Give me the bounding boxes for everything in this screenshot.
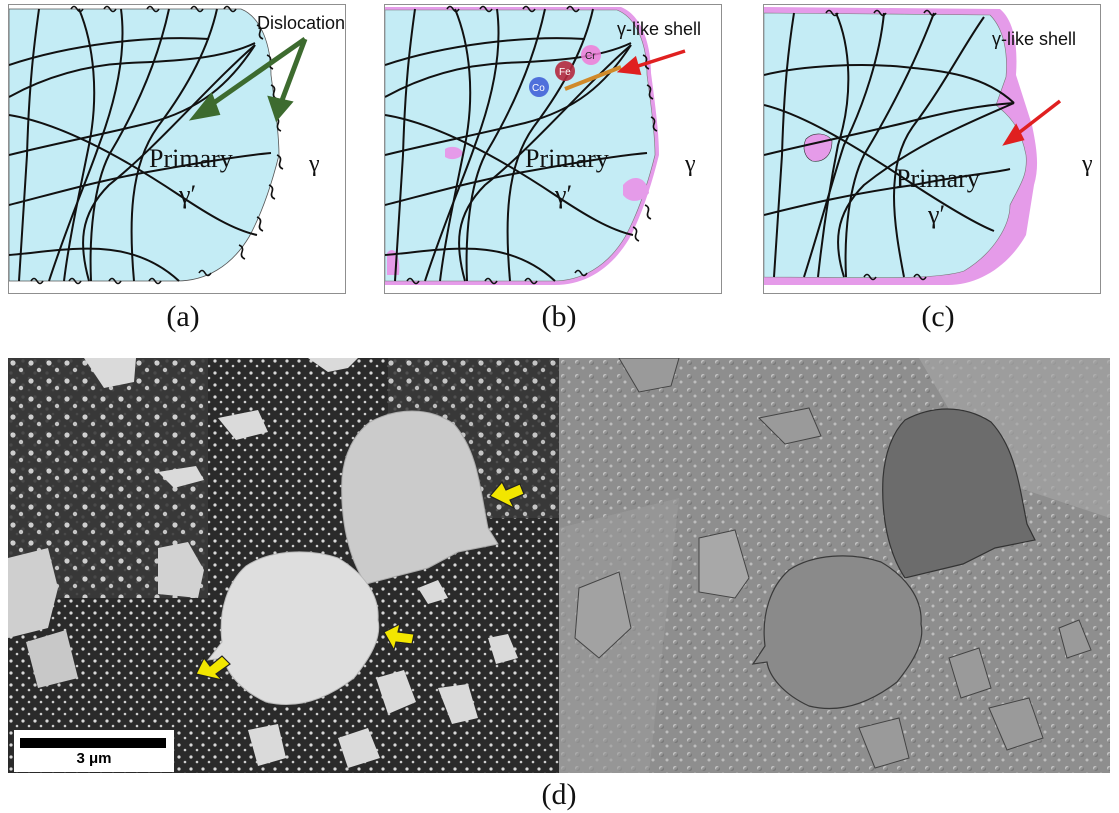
atom-fe-label: Fe	[559, 67, 571, 78]
caption-b: (b)	[541, 300, 577, 333]
scale-bar: 3 μm	[14, 730, 174, 772]
panel-a-diagram: Dislocations Primary γ′ γ	[9, 5, 346, 285]
shell-arrow	[616, 49, 686, 76]
atom-fe-icon	[555, 61, 575, 81]
atom-co-icon	[529, 77, 549, 97]
dislocation-lines	[9, 8, 272, 282]
micrograph-bse-image	[8, 358, 559, 773]
shell-label: γ-like shell	[617, 19, 701, 39]
yellow-marker-arrows	[195, 480, 525, 682]
panel-a: Dislocations Primary γ′ γ	[8, 4, 346, 294]
primary-label: Primary	[525, 144, 609, 173]
diffusion-path	[564, 65, 622, 91]
atom-cr-icon	[581, 45, 601, 65]
atom-cr-label: Cr	[585, 51, 596, 62]
panel-c: γ-like shell Primary γ′ γ	[763, 4, 1101, 294]
dislocations-label: Dislocations	[257, 13, 346, 33]
primary-gamma-prime-precipitate	[385, 9, 656, 282]
shell-bulge	[623, 178, 649, 201]
gamma-matrix-label: γ	[308, 151, 320, 177]
gamma-prime-label: γ′	[927, 200, 945, 229]
gamma-matrix-label: γ	[684, 151, 696, 177]
large-gamma-prime-precipitate	[882, 408, 1036, 579]
dislocation-lines	[764, 12, 1015, 278]
gamma-prime-label: γ′	[554, 180, 572, 209]
scale-bar-label: 3 μm	[76, 750, 112, 767]
primary-label: Primary	[149, 144, 233, 173]
marker-arrow-icon	[489, 480, 525, 510]
gamma-matrix-label: γ	[1081, 151, 1093, 177]
atom-co-label: Co	[532, 83, 545, 94]
gamma-prime-particles	[574, 358, 1092, 769]
panel-b-diagram: Co Fe Cr γ-like shell Primary γ′ γ	[385, 5, 701, 285]
dislocation-arrows	[188, 36, 308, 122]
primary-gamma-prime-precipitate	[764, 12, 1027, 279]
marker-arrow-icon	[383, 622, 415, 652]
node-precipitate	[445, 146, 463, 160]
caption-a: (a)	[166, 300, 200, 333]
dislocation-loops	[406, 5, 658, 285]
panel-b: Co Fe Cr γ-like shell Primary γ′ γ	[384, 4, 722, 294]
dislocation-loops	[825, 9, 937, 281]
micrograph-se	[559, 358, 1110, 773]
shell-label: γ-like shell	[992, 29, 1076, 49]
marker-arrow-icon	[195, 655, 231, 682]
gamma-prime-label: γ′	[178, 180, 196, 209]
primary-label: Primary	[896, 164, 980, 193]
large-gamma-prime-precipitate	[341, 410, 499, 585]
large-gamma-prime-precipitate	[751, 555, 923, 710]
gamma-prime-particles	[8, 358, 518, 768]
grain-region	[919, 358, 1110, 518]
caption-c: (c)	[921, 300, 955, 333]
micrograph-bse	[8, 358, 559, 773]
large-gamma-prime-precipitate	[206, 551, 380, 705]
primary-gamma-prime-precipitate	[9, 8, 280, 282]
micrograph-se-image	[559, 358, 1110, 773]
caption-d: (d)	[541, 778, 577, 811]
shell-arrow	[1002, 99, 1062, 146]
scale-bar-line	[20, 738, 166, 748]
panel-c-diagram: γ-like shell Primary γ′ γ	[764, 7, 1093, 285]
